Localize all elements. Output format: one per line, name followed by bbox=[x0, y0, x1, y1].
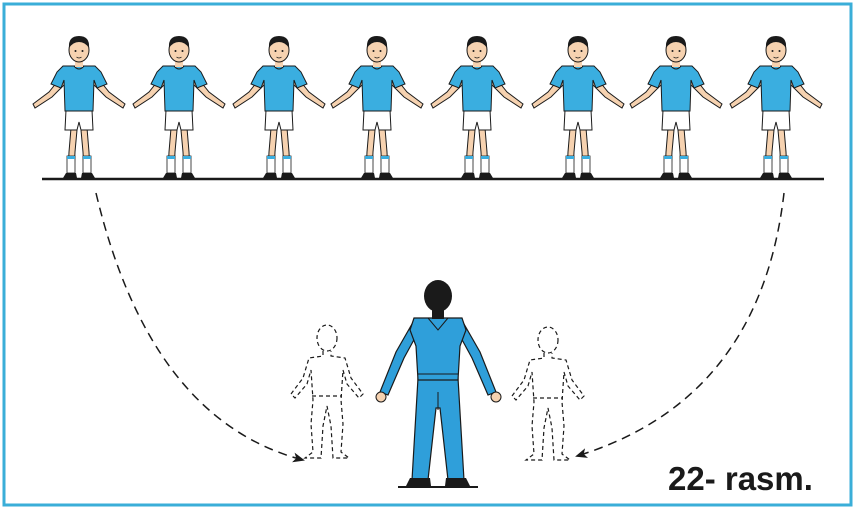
figure-caption: 22- rasm. bbox=[668, 460, 813, 497]
